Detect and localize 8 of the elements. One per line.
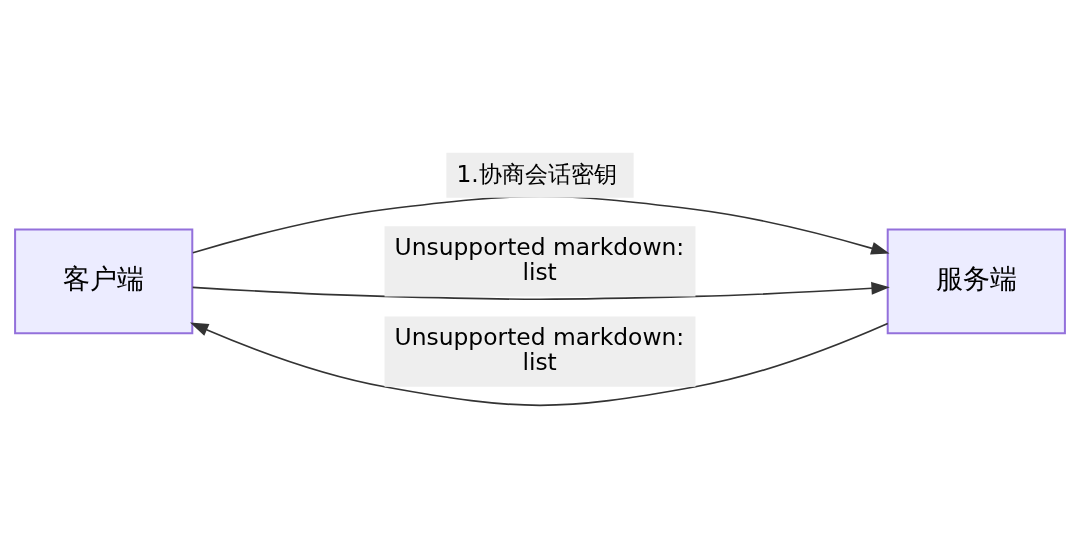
edge-label: Unsupported markdown: list: [394, 232, 685, 287]
edge-label: 1.协商会话密钥: [456, 160, 617, 189]
node-box: 服务端: [886, 228, 1066, 335]
node-box: 客户端: [14, 228, 194, 335]
arrow: [189, 322, 889, 407]
edge-label: Unsupported markdown: list: [394, 323, 685, 377]
arrow: [192, 195, 890, 255]
arrow: [191, 281, 890, 301]
